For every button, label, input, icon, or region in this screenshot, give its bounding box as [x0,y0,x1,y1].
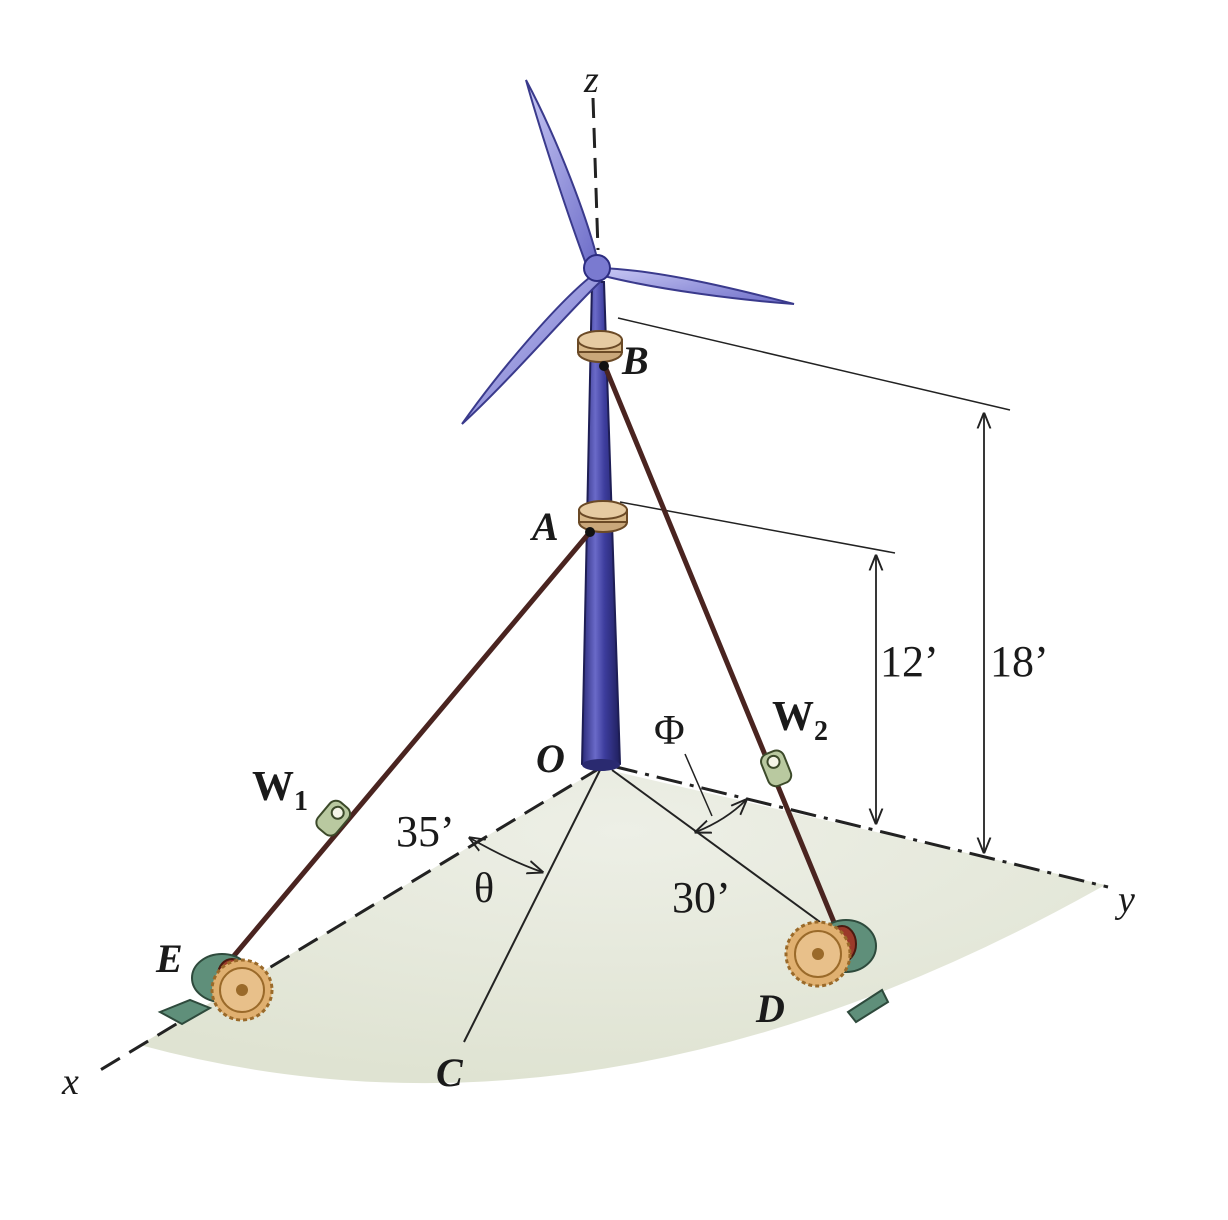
line-OD [611,769,821,923]
turnbuckle-W2 [760,749,793,788]
extension-B [617,317,1011,411]
turnbuckle-W1 [315,799,352,837]
blade-right [598,266,795,305]
anchor-B [599,361,609,371]
x-axis-label: x [61,1061,79,1103]
rotor-hub [583,254,611,282]
point-label-A: A [529,504,559,549]
point-label-B: B [621,338,649,383]
phi-arc [696,800,746,832]
dimension-label-30ft: 30’ [672,873,731,922]
angle-label-theta: θ [474,866,494,912]
z-axis [591,97,600,251]
y-axis-label: y [1114,879,1135,921]
dimension-label-18ft: 18’ [990,637,1049,686]
extension-A [619,501,896,554]
blade-left [461,272,602,425]
dimension-label-35ft: 35’ [396,807,455,856]
blade-up [525,79,600,266]
rotor [461,79,795,425]
dimension-label-12ft: 12’ [880,637,939,686]
y-axis [611,764,1109,889]
phi-leader [684,753,713,817]
tower-base [582,759,620,771]
point-label-D: D [755,986,785,1031]
z-axis-label: z [583,59,599,101]
anchor-A [585,527,595,537]
collar-A [578,500,628,533]
angle-label-phi: Φ [654,708,685,754]
weight-label-W2: W2 [772,694,828,747]
point-label-C: C [436,1050,464,1095]
theta-arc [470,838,542,872]
cable-BD [601,363,841,933]
winch-E [157,953,274,1026]
collar-B [577,330,623,363]
cable-AE [220,530,592,972]
point-label-O: O [536,736,565,781]
ground-plane [140,768,1105,1084]
weight-label-W1: W1 [252,764,308,817]
winch-D [784,919,890,1024]
point-label-E: E [155,936,183,981]
line-OC [463,769,601,1043]
